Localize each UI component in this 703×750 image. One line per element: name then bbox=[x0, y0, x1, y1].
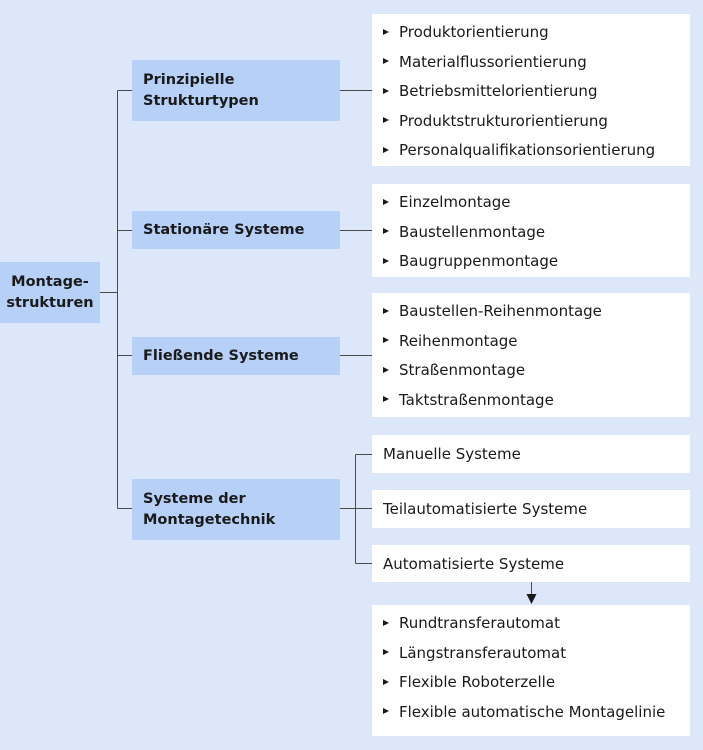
category-node-fliessende-systeme: Fließende Systeme bbox=[132, 337, 340, 375]
list-item: Personalqualifikationsorientierung bbox=[383, 139, 690, 169]
category-label-line1: Systeme der bbox=[143, 490, 246, 507]
bullet-triangle-icon bbox=[383, 396, 389, 402]
bullet-triangle-icon bbox=[383, 87, 389, 94]
list-item-label: Taktstraßenmontage bbox=[399, 390, 554, 409]
list-item: Materialflussorientierung bbox=[383, 51, 690, 81]
list-item: Produktorientierung bbox=[383, 21, 690, 51]
list-item: Taktstraßenmontage bbox=[383, 389, 690, 419]
category-label-line2: Montagetechnik bbox=[143, 511, 276, 528]
subsystem-label: Automatisierte Systeme bbox=[383, 554, 565, 573]
list-item: Reihenmontage bbox=[383, 330, 690, 360]
category-label-line1: Prinzipielle bbox=[143, 71, 235, 88]
bullet-triangle-icon bbox=[383, 619, 389, 626]
list-item-label: Produktstrukturorientierung bbox=[399, 111, 608, 130]
bullet-triangle-icon bbox=[383, 28, 389, 35]
bullet-triangle-icon bbox=[383, 58, 389, 64]
list-box-strukturtypen: Produktorientierung Materialflussorienti… bbox=[372, 14, 690, 166]
bullet-triangle-icon bbox=[383, 117, 389, 123]
list-item-label: Reihenmontage bbox=[399, 331, 518, 350]
category-label-line2: Strukturtypen bbox=[143, 92, 259, 109]
category-node-prinzipielle-strukturtypen: Prinzipielle Strukturtypen bbox=[132, 60, 340, 121]
list-item: Einzelmontage bbox=[383, 191, 690, 221]
category-label-line1: Stationäre Systeme bbox=[143, 221, 305, 238]
list-box-stationaere-systeme: Einzelmontage Baustellenmontage Baugrupp… bbox=[372, 184, 690, 277]
list-item: Baugruppenmontage bbox=[383, 250, 690, 280]
bullet-triangle-icon bbox=[383, 708, 389, 714]
list-item-label: Produktorientierung bbox=[399, 23, 549, 41]
subsystem-label: Teilautomatisierte Systeme bbox=[383, 500, 588, 518]
list-item: Straßenmontage bbox=[383, 359, 690, 389]
bullet-triangle-icon bbox=[383, 678, 389, 685]
root-label-line2: strukturen bbox=[6, 294, 94, 311]
subsystem-box-teilautomatisiert: Teilautomatisierte Systeme bbox=[372, 490, 690, 528]
subsystem-box-automatisiert: Automatisierte Systeme bbox=[372, 545, 690, 582]
root-label-line1: Montage- bbox=[11, 273, 89, 290]
list-item: Baustellen-Reihenmontage bbox=[383, 300, 690, 330]
list-item-label: Flexible automatische Montagelinie bbox=[399, 702, 666, 721]
list-item-label: Längstransferautomat bbox=[399, 643, 567, 662]
list-item-label: Baustellenmontage bbox=[399, 222, 546, 241]
bullet-triangle-icon bbox=[383, 366, 389, 373]
list-item-label: Flexible Roboterzelle bbox=[399, 673, 556, 691]
bullet-triangle-icon bbox=[383, 307, 389, 314]
list-item-label: Materialflussorientierung bbox=[399, 52, 587, 71]
list-item-label: Einzelmontage bbox=[399, 193, 511, 211]
list-item: Rundtransferautomat bbox=[383, 612, 690, 642]
list-box-fliessende-systeme: Baustellen-Reihenmontage Reihenmontage S… bbox=[372, 293, 690, 417]
bullet-triangle-icon bbox=[383, 198, 389, 205]
list-item-label: Rundtransferautomat bbox=[399, 614, 560, 632]
bullet-triangle-icon bbox=[383, 146, 389, 153]
list-item-label: Personalqualifikationsorientierung bbox=[399, 141, 656, 159]
category-node-systeme-der-montagetechnik: Systeme der Montagetechnik bbox=[132, 479, 340, 540]
bullet-triangle-icon bbox=[383, 649, 389, 655]
list-item: Flexible Roboterzelle bbox=[383, 671, 690, 701]
list-item-label: Baugruppenmontage bbox=[399, 252, 559, 270]
bullet-triangle-icon bbox=[383, 337, 389, 343]
list-item: Betriebsmittelorientierung bbox=[383, 80, 690, 110]
list-box-automatisierte-typen: Rundtransferautomat Längstransferautomat… bbox=[372, 605, 690, 736]
subsystem-box-manuell: Manuelle Systeme bbox=[372, 435, 690, 473]
list-item-label: Baustellen-Reihenmontage bbox=[399, 302, 602, 320]
list-item: Längstransferautomat bbox=[383, 642, 690, 672]
list-item: Produktstrukturorientierung bbox=[383, 110, 690, 140]
list-item-label: Straßenmontage bbox=[399, 361, 526, 379]
arrow-head bbox=[526, 594, 537, 604]
bullet-triangle-icon bbox=[383, 257, 389, 264]
list-item: Flexible automatische Montagelinie bbox=[383, 701, 690, 731]
category-node-stationaere-systeme: Stationäre Systeme bbox=[132, 211, 340, 249]
subsystem-label: Manuelle Systeme bbox=[383, 445, 521, 463]
bullet-triangle-icon bbox=[383, 228, 389, 234]
list-item-label: Betriebsmittelorientierung bbox=[399, 82, 598, 100]
list-item: Baustellenmontage bbox=[383, 221, 690, 251]
category-label-line1: Fließende Systeme bbox=[143, 347, 299, 364]
root-node: Montage- strukturen bbox=[0, 262, 100, 323]
